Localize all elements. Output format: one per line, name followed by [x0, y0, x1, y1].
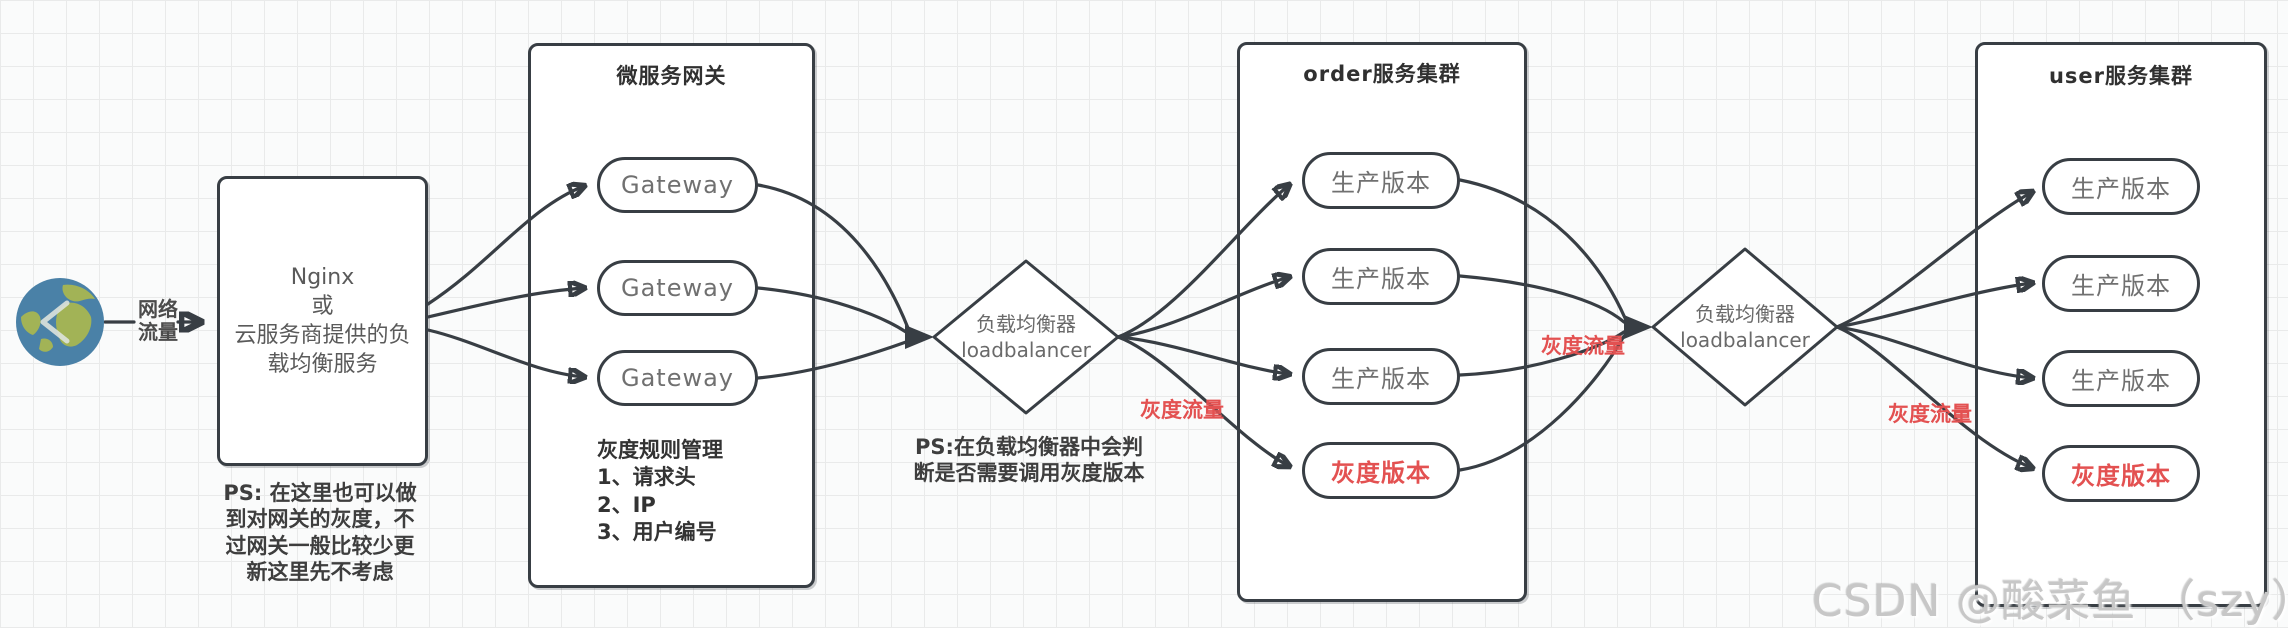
- gateway-node-2: Gateway: [597, 260, 758, 316]
- gateway-cluster-title: 微服务网关: [616, 64, 727, 88]
- gray-traffic-label-1: 灰度流量: [1140, 398, 1224, 422]
- edges-nginx-to-gateways: [426, 186, 584, 377]
- order-cluster-box: [1237, 42, 1527, 602]
- order-node-1: 生产版本: [1302, 152, 1460, 209]
- user-gray-node: 灰度版本: [2042, 445, 2200, 502]
- nginx-box: Nginx 或 云服务商提供的负 载均衡服务: [217, 176, 428, 466]
- order-node-3: 生产版本: [1302, 348, 1460, 405]
- order-node-2: 生产版本: [1302, 248, 1460, 305]
- globe-icon: [16, 278, 104, 366]
- gateway-node-3: Gateway: [597, 350, 758, 406]
- network-traffic-label: 网络 流量: [138, 297, 178, 344]
- nginx-note: PS: 在这里也可以做 到对网关的灰度，不 过网关一般比较少更 新这里先不考虑: [223, 481, 417, 585]
- loadbalancer-1-label: 负载均衡器 loadbalancer: [961, 311, 1091, 362]
- nginx-box-text: Nginx 或 云服务商提供的负 载均衡服务: [234, 264, 411, 378]
- edges-gateways-to-lb1: [756, 183, 934, 380]
- user-node-1: 生产版本: [2042, 158, 2200, 215]
- order-gray-node: 灰度版本: [1302, 442, 1460, 499]
- order-cluster-title: order服务集群: [1303, 62, 1461, 86]
- loadbalancer-note: PS:在负载均衡器中会判 断是否需要调用灰度版本: [913, 435, 1145, 486]
- edges-lb1-to-order: [1116, 185, 1289, 466]
- gray-traffic-label-3: 灰度流量: [1888, 402, 1972, 426]
- user-node-3: 生产版本: [2042, 350, 2200, 407]
- edges-order-to-lb2: [1458, 178, 1653, 472]
- lb1-in-arrowhead: [905, 325, 934, 349]
- edges-lb2-to-user: [1835, 192, 2032, 468]
- watermark: CSDN @酸菜鱼 （szy）: [1812, 576, 2288, 627]
- gray-rules-text: 灰度规则管理 1、请求头 2、IP 3、用户编号: [597, 438, 723, 544]
- loadbalancer-2-label: 负载均衡器 loadbalancer: [1680, 301, 1810, 352]
- user-cluster-box: [1975, 42, 2267, 607]
- gateway-node-1: Gateway: [597, 157, 758, 213]
- user-cluster-title: user服务集群: [2048, 64, 2194, 88]
- gray-traffic-label-2: 灰度流量: [1541, 334, 1625, 358]
- lb2-in-arrowhead: [1624, 315, 1653, 339]
- user-node-2: 生产版本: [2042, 255, 2200, 312]
